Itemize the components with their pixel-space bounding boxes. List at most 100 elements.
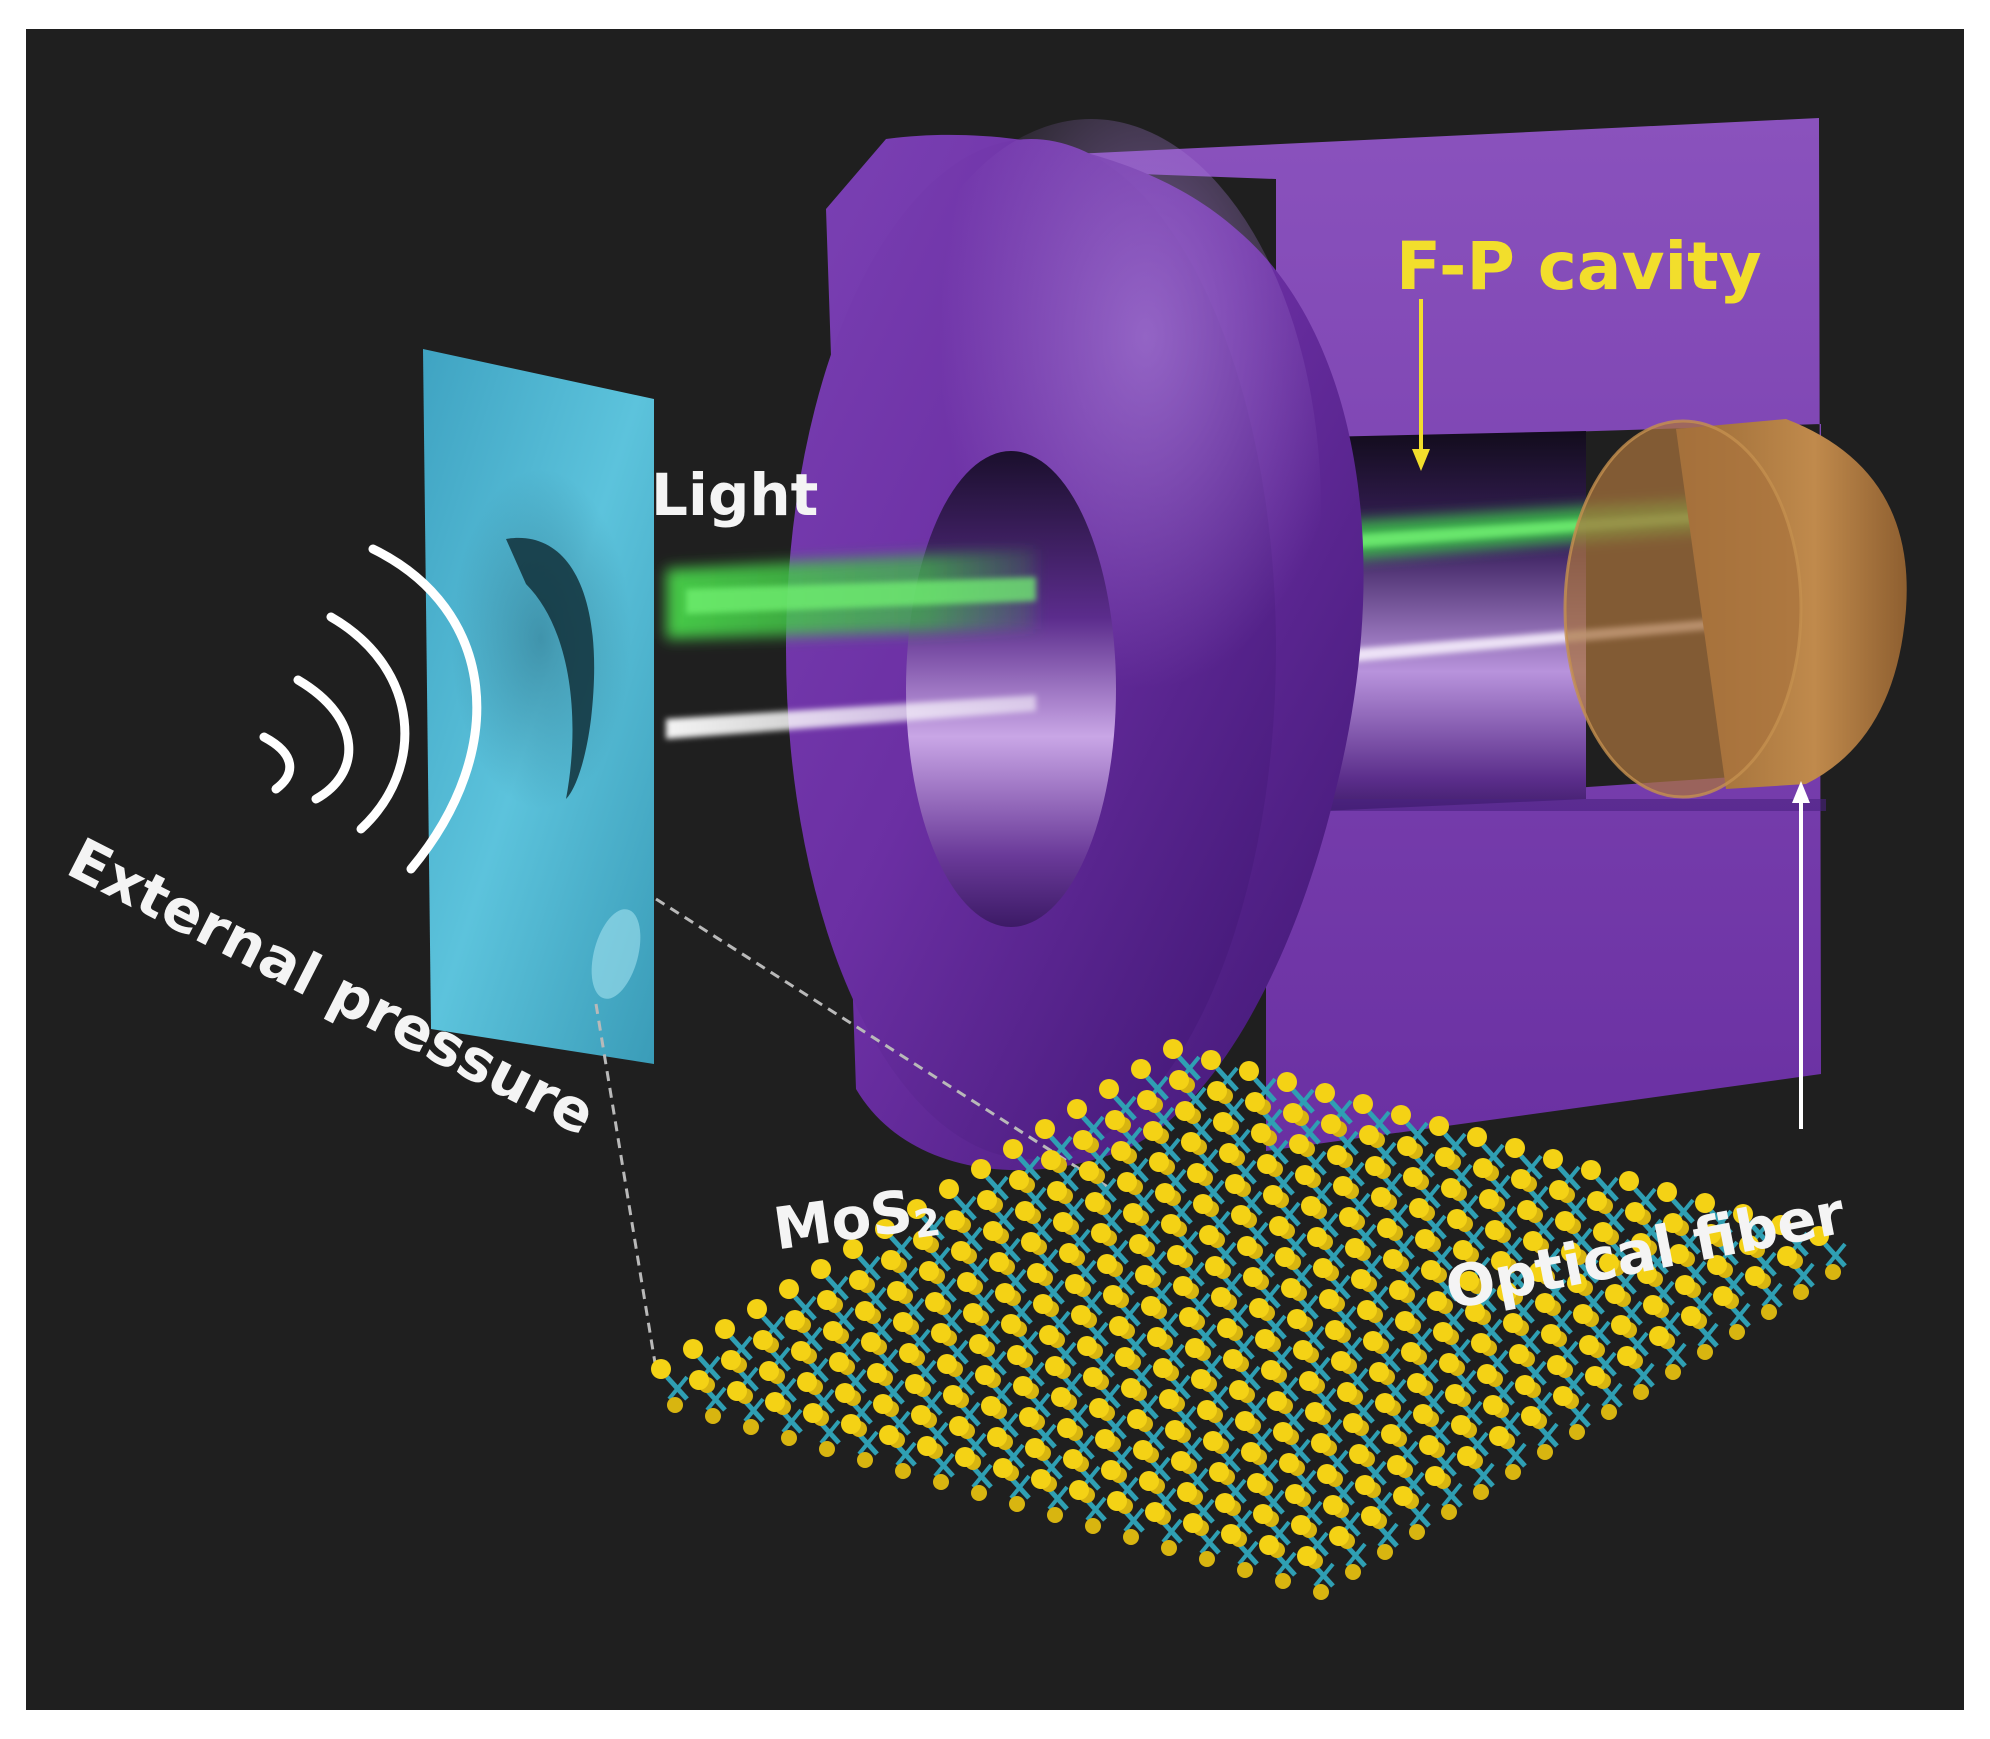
sulfur-atom <box>1293 1340 1313 1360</box>
sulfur-atom <box>1599 1253 1619 1273</box>
sulfur-atom <box>1097 1254 1117 1274</box>
sulfur-atom <box>1569 1424 1585 1440</box>
sulfur-atom <box>759 1361 779 1381</box>
sulfur-atom <box>1231 1205 1251 1225</box>
sulfur-atom <box>1183 1513 1203 1533</box>
sulfur-atom <box>925 1292 945 1312</box>
sulfur-atom <box>939 1179 959 1199</box>
mo-s-bond <box>857 1430 879 1456</box>
sulfur-atom <box>989 1252 1009 1272</box>
sulfur-atom <box>1035 1119 1055 1139</box>
sulfur-atom <box>1503 1313 1523 1333</box>
light-label: Light <box>651 461 819 529</box>
sulfur-atom <box>1313 1258 1333 1278</box>
sulfur-atom <box>1371 1187 1391 1207</box>
sulfur-atom <box>881 1250 901 1270</box>
sulfur-atom <box>1121 1378 1141 1398</box>
sulfur-atom <box>1243 1267 1263 1287</box>
sulfur-atom <box>705 1408 721 1424</box>
sulfur-atom <box>651 1359 671 1379</box>
sulfur-atom <box>1611 1315 1631 1335</box>
sulfur-atom <box>971 1485 987 1501</box>
diagram-canvas: F-P cavity Light External pressure MoS2 … <box>26 29 1964 1710</box>
sulfur-atom <box>1283 1103 1303 1123</box>
sulfur-atom <box>1351 1269 1371 1289</box>
sulfur-atom <box>969 1334 989 1354</box>
sulfur-atom <box>1365 1156 1385 1176</box>
sulfur-atom <box>1491 1251 1511 1271</box>
sulfur-atom <box>1253 1504 1273 1524</box>
sulfur-atom <box>1275 1247 1295 1267</box>
sulfur-atom <box>1051 1387 1071 1407</box>
sulfur-atom <box>1505 1138 1525 1158</box>
sulfur-atom <box>1601 1404 1617 1420</box>
sulfur-atom <box>931 1323 951 1343</box>
sulfur-atom <box>873 1394 893 1414</box>
mo-s-bond <box>705 1386 727 1412</box>
sulfur-atom <box>1291 1515 1311 1535</box>
sulfur-atom <box>1729 1324 1745 1340</box>
ferrule-back-plate <box>866 118 1821 1151</box>
sulfur-atom <box>1045 1356 1065 1376</box>
sulfur-atom <box>1259 1535 1279 1555</box>
sulfur-atom <box>919 1261 939 1281</box>
mo-s-bond <box>1505 1442 1527 1468</box>
sulfur-atom <box>1809 1226 1829 1246</box>
sulfur-atom <box>1123 1203 1143 1223</box>
sulfur-atom <box>727 1381 747 1401</box>
sulfur-atom <box>1039 1325 1059 1345</box>
sulfur-atom <box>1089 1398 1109 1418</box>
sulfur-atom <box>875 1219 895 1239</box>
sulfur-atom <box>1479 1189 1499 1209</box>
sulfur-atom <box>843 1239 863 1259</box>
sulfur-atom <box>1345 1238 1365 1258</box>
mo-s-bond <box>1161 1518 1183 1544</box>
sulfur-atom <box>743 1419 759 1435</box>
sulfur-atom <box>1617 1346 1637 1366</box>
sulfur-atom <box>1359 1125 1379 1145</box>
sulfur-atom <box>1339 1207 1359 1227</box>
mo-s-bond <box>1123 1507 1145 1533</box>
sulfur-atom <box>1149 1152 1169 1172</box>
sulfur-atom <box>857 1452 873 1468</box>
sulfur-atom <box>1523 1231 1543 1251</box>
ferrule-torus <box>786 119 1364 1171</box>
sulfur-atom <box>1483 1395 1503 1415</box>
sulfur-atom <box>1517 1200 1537 1220</box>
sulfur-atom <box>1281 1278 1301 1298</box>
sulfur-atom <box>1407 1373 1427 1393</box>
sulfur-atom <box>1377 1218 1397 1238</box>
sulfur-atom <box>1633 1384 1649 1400</box>
sulfur-atom <box>1619 1171 1639 1191</box>
sulfur-atom <box>899 1343 919 1363</box>
sulfur-atom <box>1331 1351 1351 1371</box>
mo-s-bond <box>1047 1485 1069 1511</box>
sulfur-atom <box>1117 1172 1137 1192</box>
sulfur-atom <box>1267 1391 1287 1411</box>
mo-s-bond <box>1009 1474 1031 1500</box>
sulfur-atom <box>1165 1420 1185 1440</box>
sulfur-atom <box>797 1372 817 1392</box>
mo-s-bond <box>1537 1422 1559 1448</box>
sulfur-atom <box>1191 1369 1211 1389</box>
mos2-diaphragm <box>423 349 654 1064</box>
sulfur-atom <box>1441 1178 1461 1198</box>
sulfur-atom <box>1439 1353 1459 1373</box>
sulfur-atom <box>1105 1110 1125 1130</box>
sulfur-atom <box>1739 1235 1759 1255</box>
sulfur-atom <box>1553 1386 1573 1406</box>
sulfur-atom <box>911 1405 931 1425</box>
sulfur-atom <box>1397 1136 1417 1156</box>
sulfur-atom <box>1013 1376 1033 1396</box>
sulfur-atom <box>1695 1193 1715 1213</box>
sulfur-atom <box>1141 1296 1161 1316</box>
sulfur-atom <box>1381 1424 1401 1444</box>
sulfur-atom <box>791 1341 811 1361</box>
sulfur-atom <box>981 1396 1001 1416</box>
sulfur-atom <box>1109 1316 1129 1336</box>
sulfur-atom <box>1669 1244 1689 1264</box>
sulfur-atom <box>1279 1453 1299 1473</box>
sulfur-atom <box>1263 1185 1283 1205</box>
sulfur-atom <box>1107 1491 1127 1511</box>
sulfur-atom <box>829 1352 849 1372</box>
